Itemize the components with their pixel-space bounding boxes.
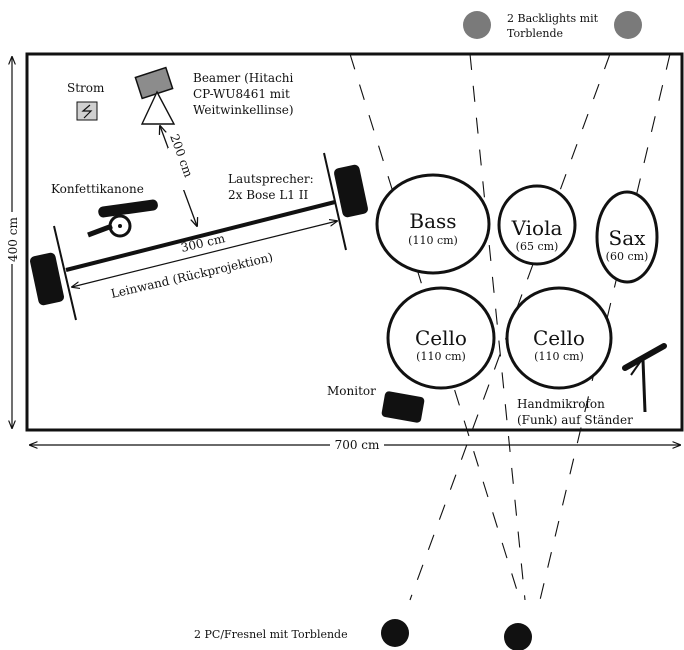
handmikrofon-label-line2: (Funk) auf Ständer — [517, 413, 633, 427]
screen-width-arrow — [72, 221, 337, 287]
microphone-icon — [622, 343, 667, 413]
backlights-label-line1: 2 Backlights mit — [507, 12, 599, 25]
strom-label: Strom — [67, 81, 105, 95]
instrument-name: Viola — [511, 216, 563, 240]
instrument-sax: Sax (60 cm) — [595, 190, 659, 284]
backlight-lamp-left — [463, 11, 491, 39]
instrument-cello-right: Cello (110 cm) — [505, 286, 613, 390]
instrument-name: Cello — [415, 326, 467, 350]
speaker-right-icon — [334, 164, 368, 218]
instrument-size: (110 cm) — [534, 350, 584, 363]
handmikrofon-label-line1: Handmikrofon — [517, 397, 605, 411]
stage-width-gap — [330, 436, 384, 454]
stage-outline — [25, 52, 684, 432]
backlights-label-line2: Torblende — [507, 27, 563, 40]
speaker-left-stand — [53, 225, 77, 321]
instrument-size: (60 cm) — [606, 250, 649, 263]
front-lights-label: 2 PC/Fresnel mit Torblende — [194, 628, 348, 641]
backlight-lamp-right — [614, 11, 642, 39]
beamer-label-line1: Beamer (Hitachi — [193, 71, 294, 85]
lightning-icon — [81, 104, 93, 119]
beamer-icon — [134, 66, 176, 125]
stage-width-label: 700 cm — [335, 438, 380, 452]
front-light-lamp-left — [381, 619, 409, 647]
instrument-name: Sax — [609, 226, 647, 250]
instrument-name: Bass — [409, 209, 456, 233]
stage-depth-label: 400 cm — [6, 217, 20, 262]
lautsprecher-label-line1: Lautsprecher: — [228, 172, 314, 186]
stage-depth-gap — [4, 212, 20, 264]
beamer-distance-gap — [168, 148, 186, 190]
monitor-label: Monitor — [327, 384, 376, 398]
beamer-label-line2: CP-WU8461 mit — [193, 87, 290, 101]
instrument-size: (110 cm) — [408, 234, 458, 247]
speaker-left-icon — [30, 252, 64, 306]
beamer-label-line3: Weitwinkellinse) — [193, 103, 294, 117]
instrument-size: (65 cm) — [516, 240, 559, 253]
konfettikanone-label: Konfettikanone — [51, 182, 144, 196]
front-light-lamp-right — [504, 623, 532, 650]
instrument-viola: Viola (65 cm) — [497, 184, 577, 266]
instrument-name: Cello — [533, 326, 585, 350]
monitor-icon — [381, 391, 425, 423]
speaker-right-stand — [323, 152, 347, 251]
instrument-size: (110 cm) — [416, 350, 466, 363]
instrument-bass: Bass (110 cm) — [375, 173, 491, 275]
lautsprecher-label-line2: 2x Bose L1 II — [228, 188, 308, 202]
backlight-beam-left-b — [469, 53, 526, 601]
instrument-cello-left: Cello (110 cm) — [386, 286, 496, 390]
cannon-icon — [87, 199, 158, 238]
